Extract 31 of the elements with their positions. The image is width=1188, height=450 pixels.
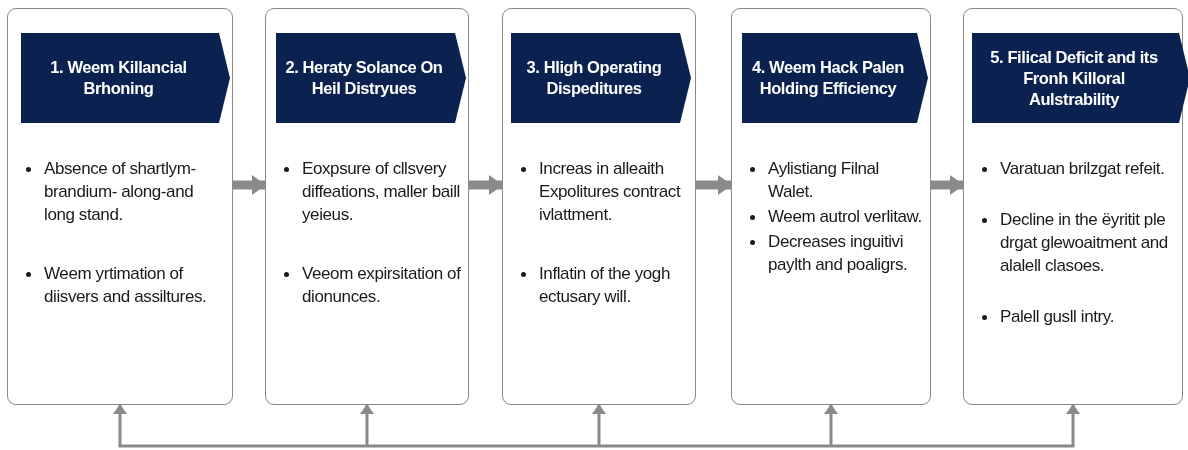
feedback-arrow <box>824 404 838 446</box>
flow-arrow <box>233 175 266 195</box>
flow-arrow <box>931 175 964 195</box>
flow-arrow <box>696 175 732 195</box>
bullet-text: Varatuan brilzgat refeit. <box>1000 158 1166 180</box>
bullet-text: Absence of shartlym- brandium- along-and long stand. <box>44 158 197 226</box>
bullet-text: Eoxpsure of cllsvery diffeations, maller baill yeieus. <box>302 158 461 226</box>
bullet-text: Decline in the ëyritit ple drgat glewoaitment and alalell clasoes. <box>1000 209 1169 277</box>
step-heading: 5. Filical Deficit and its Fronh Killoral Aulstrability <box>989 46 1159 110</box>
feedback-arrow <box>1066 404 1080 446</box>
feedback-line <box>118 444 1075 448</box>
bullet-text: Inflatin of the yogh ectusary will. <box>539 263 671 308</box>
step-heading: 3. Hligh Operating Dispeditures <box>525 57 663 99</box>
bullet-text: Decreases inguitivi paylth and poaligrs. <box>768 231 909 276</box>
feedback-arrow <box>113 404 127 446</box>
step-card <box>731 8 931 405</box>
bullet-text: Veeom expirsitation of dionunces. <box>302 263 462 308</box>
flow-arrow <box>469 175 503 195</box>
step-heading: 1. Weem Killancial Brhoning <box>49 57 188 99</box>
bullet-text: Palell gusll intry. <box>1000 306 1115 328</box>
step-heading: 2. Heraty Solance On Heil Distryues <box>284 57 444 99</box>
feedback-arrow <box>360 404 374 446</box>
feedback-arrow <box>592 404 606 446</box>
step-card <box>502 8 696 405</box>
bullet-text: Weem yrtimation of diisvers and assiltures. <box>44 263 208 308</box>
step-card <box>7 8 233 405</box>
bullet-text: Increas in alleaith Expolitures contract ivlattment. <box>539 158 682 226</box>
step-card <box>265 8 469 405</box>
step-heading: 4. Weem Hack Palen Holding Efficiency <box>750 57 906 99</box>
bullet-text: Aylistiang Filnal Walet. <box>768 158 880 203</box>
bullet-text: Weem autrol verlitaw. <box>768 206 923 228</box>
